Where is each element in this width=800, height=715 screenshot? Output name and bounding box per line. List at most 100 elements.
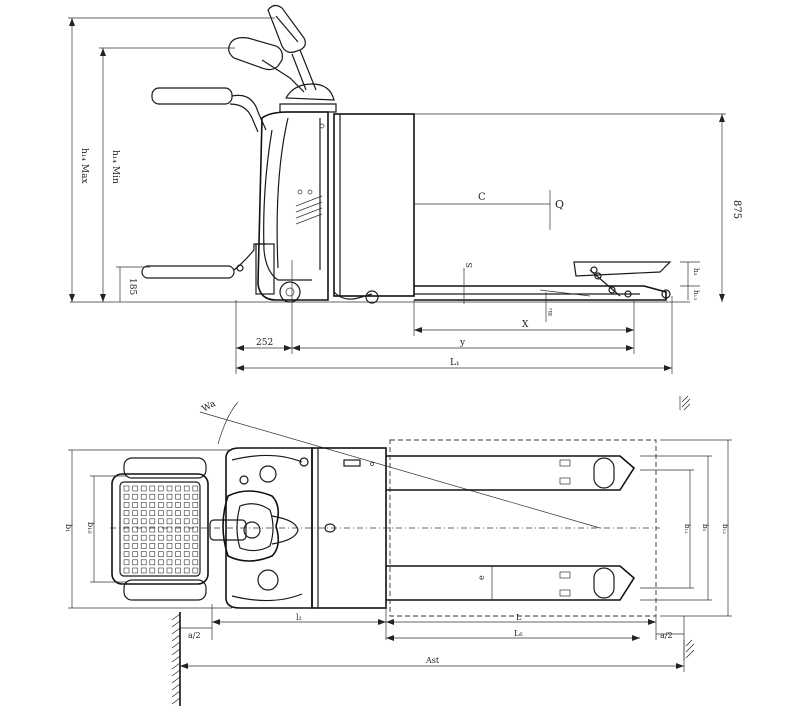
label-Q: Q [555,198,564,211]
platform-grid-cell [132,510,138,516]
platform-grid-cell [149,502,156,508]
hatch-line [171,683,181,691]
platform-grid-cell [158,502,164,508]
platform-grid-cell [149,518,156,525]
platform-grid-cell [132,493,138,500]
label-C: C [478,192,486,203]
platform-grid-cell [140,485,147,492]
platform-grid-cell [149,510,156,516]
dimension-L1: L₁ [236,296,673,374]
label-Wa: Wa [201,399,219,415]
forks [414,261,672,301]
platform-grid-cell [140,493,147,500]
platform-grid-cell [175,543,181,549]
dimension-X: X m₂ [413,292,635,336]
platform-grid-cell [175,526,181,533]
platform-grid-cell [123,493,130,500]
platform-grid-cell [192,559,199,566]
platform-grid-cell [149,526,156,533]
label-L1: L₁ [450,358,460,368]
label-h13: h₁₃ [692,290,700,300]
platform-grid-cell [132,502,138,508]
platform-grid-cell [149,543,156,549]
platform-grid-cell [140,526,147,533]
platform-grid-cell [140,559,147,566]
hatch-line [171,627,181,635]
platform-grid-cell [158,534,164,541]
platform-grid-cell [140,502,147,508]
label-a-half-left: a/2 [188,631,201,640]
label-l2: l₂ [296,613,302,622]
platform-grid-cell [166,485,173,492]
platform-grid-cell [132,551,138,557]
platform-grid-cell [166,559,173,566]
hatch-line [171,620,181,628]
tiller-handle [151,4,337,133]
platform-grid-cell [132,518,138,525]
platform-grid-cell [158,543,164,549]
platform-grid-cell [149,485,156,492]
platform-grid-cell [183,567,190,574]
label-b12: b₁₂ [721,524,729,534]
operator-platform-top [111,457,209,601]
label-m2: m₂ [547,307,554,316]
platform-grid-cell [123,502,130,508]
hatch-line [171,648,181,656]
hatch-line [171,669,181,677]
platform-grid-cell [192,493,199,500]
hatch-line [171,676,181,684]
label-X: X [522,320,529,330]
platform-grid-cell [166,551,173,557]
label-b1: b₁ [64,524,73,532]
label-h14-min: h₁₄ Min [110,150,120,184]
platform-grid-cell [123,534,130,541]
dimension-252-y: 252 y [235,260,635,374]
label-185: 185 [127,278,137,295]
platform-grid-cell [140,551,147,557]
platform-grid-cell [149,493,156,500]
platform-grid-cell [166,510,173,516]
platform-grid-cell [149,567,156,574]
platform-grid-cell [140,543,147,549]
hatch-line [171,655,181,663]
label-h14-max: h₁₄ Max [79,148,89,184]
dimension-Ast: Ast [180,656,684,669]
dimension-h3-h13: h₃ h₁₃ [680,261,700,300]
platform-grid-cell [123,518,130,525]
wall-hatch-left [171,612,181,706]
platform-grid-cell [166,518,173,525]
platform-grid-cell [158,485,164,492]
hatch-line [171,634,181,642]
label-L6: L₆ [514,629,523,638]
platform-grid-cell [166,502,173,508]
platform-grid-cell [123,567,130,574]
platform-grid-cell [132,543,138,549]
platform-grid-cell [175,551,181,557]
platform-grid-cell [158,518,164,525]
platform-grid-cell [192,551,199,557]
dimension-chain-bottom: a/2 l₂ L L₆ a/2 [179,604,685,700]
side-view: h₁₄ Max h₁₄ Min 185 875 [68,4,742,411]
platform-grid-cell [175,518,181,525]
dimension-b1-b10: b₁ b₁₀ [64,449,232,609]
platform-grid-cell [132,567,138,574]
platform-grid-cell [140,534,147,541]
platform-grid-cell [166,567,173,574]
platform-grid-cell [132,526,138,533]
wall-hatch-right [683,639,695,660]
hatch-line [171,613,181,621]
platform-grid-cell [175,510,181,516]
platform-grid-cell [158,559,164,566]
platform-grid-cell [192,485,199,492]
hatch-line [171,690,181,698]
dimension-h14-min: h₁₄ Min [99,47,235,302]
platform-grid-cell [192,518,199,525]
platform-grid-cell [166,526,173,533]
platform-grid-cell [175,534,181,541]
platform-grid-cell [175,559,181,566]
platform-grid-cell [123,543,130,549]
hatch-line [171,697,181,705]
hatch-line [171,641,181,649]
turning-radius-wa: Wa [199,399,601,529]
platform-grid-cell [123,510,130,516]
